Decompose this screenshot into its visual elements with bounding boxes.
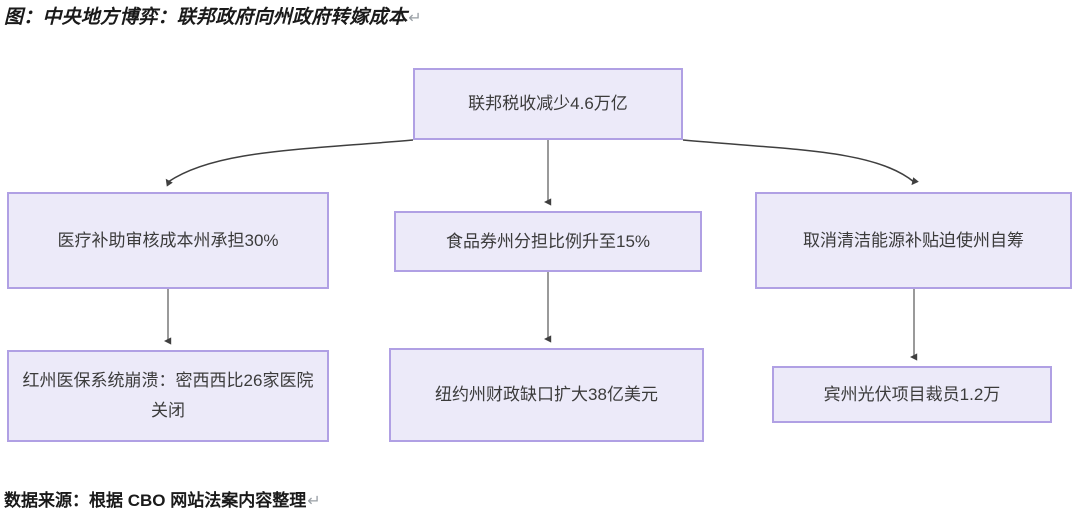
paragraph-mark-icon: ↵ [307, 493, 321, 510]
flow-node-pa-solar-layoffs-label: 宾州光伏项目裁员1.2万 [823, 384, 1001, 404]
flow-node-ny-budget-gap[interactable]: 纽约州财政缺口扩大38亿美元 [389, 348, 704, 442]
flow-node-snap-cost-share-label: 食品券州分担比例升至15% [445, 231, 651, 251]
paragraph-mark-icon: ↵ [408, 10, 422, 27]
flow-node-red-state-collapse[interactable]: 红州医保系统崩溃：密西西比26家医院关闭 [7, 350, 329, 442]
figure-source: 数据来源：根据 CBO 网站法案内容整理↵ [4, 486, 321, 511]
flow-node-snap-cost-share[interactable]: 食品券州分担比例升至15% [394, 211, 702, 272]
figure-title-text: 图：中央地方博弈：联邦政府向州政府转嫁成本 [4, 7, 408, 28]
flow-node-medicaid-cost-share-label: 医疗补助审核成本州承担30% [57, 230, 279, 250]
flow-node-root[interactable]: 联邦税收减少4.6万亿 [413, 68, 683, 140]
flow-node-red-state-collapse-label: 红州医保系统崩溃：密西西比26家医院关闭 [22, 371, 314, 420]
edge-root-to-l2-3 [682, 139, 919, 186]
figure-title: 图：中央地方博弈：联邦政府向州政府转嫁成本↵ [4, 2, 422, 29]
flow-node-medicaid-cost-share[interactable]: 医疗补助审核成本州承担30% [7, 192, 329, 289]
flow-node-pa-solar-layoffs[interactable]: 宾州光伏项目裁员1.2万 [772, 366, 1052, 423]
flow-node-root-label: 联邦税收减少4.6万亿 [468, 94, 628, 114]
flow-node-clean-energy-subsidy[interactable]: 取消清洁能源补贴迫使州自筹 [755, 192, 1072, 289]
flow-node-clean-energy-subsidy-label: 取消清洁能源补贴迫使州自筹 [803, 230, 1024, 250]
edge-root-to-l2-1 [165, 139, 414, 187]
figure-source-text: 数据来源：根据 CBO 网站法案内容整理 [4, 491, 307, 510]
flow-node-ny-budget-gap-label: 纽约州财政缺口扩大38亿美元 [435, 385, 658, 405]
